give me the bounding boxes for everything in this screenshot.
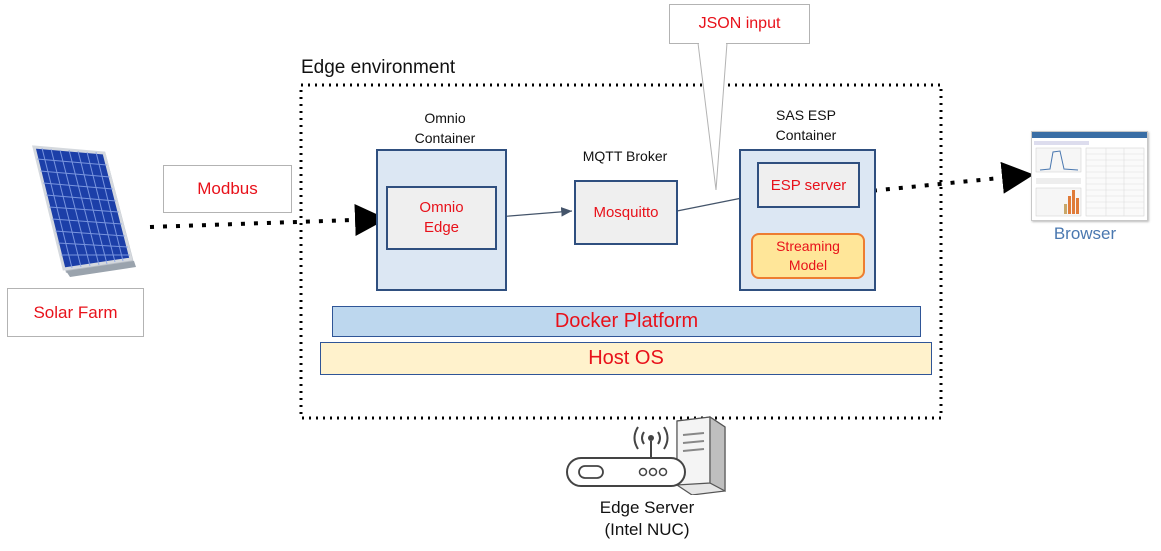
- streaming-model-label: Streaming Model: [776, 238, 840, 273]
- mosquitto-box: Mosquitto: [574, 180, 678, 245]
- docker-platform-bar: Docker Platform: [332, 306, 921, 337]
- browser-thumbnail: [1031, 131, 1148, 221]
- mosquitto-label: Mosquitto: [593, 204, 659, 221]
- edge-server-icon: [565, 413, 730, 495]
- callout-joint: [699, 42, 726, 45]
- mqtt-broker-title: MQTT Broker: [582, 148, 668, 164]
- host-os-bar: Host OS: [320, 342, 932, 375]
- edge-environment-title: Edge environment: [301, 57, 456, 78]
- omnio-edge-box: Omnio Edge: [386, 186, 497, 250]
- edge-server-label: Edge Server (Intel NUC): [599, 498, 695, 539]
- json-callout-pointer: [697, 42, 728, 191]
- host-os-label: Host OS: [588, 347, 664, 369]
- edge-environment-border: [299, 83, 943, 420]
- esp-server-label: ESP server: [770, 176, 847, 194]
- modbus-label-box: Modbus: [163, 165, 292, 213]
- solar-panel-image: [30, 145, 140, 280]
- esp-to-browser-connection: [859, 161, 1034, 194]
- streaming-model-box: Streaming Model: [751, 233, 865, 279]
- esp-server-box: ESP server: [757, 162, 860, 208]
- esp-container-title: SAS ESP Container: [775, 107, 837, 143]
- modbus-label: Modbus: [197, 179, 258, 198]
- json-input-callout: JSON input: [669, 4, 810, 44]
- omnio-edge-label: Omnio Edge: [419, 199, 464, 236]
- omnio-container-title: Omnio Container: [414, 110, 476, 146]
- json-input-label: JSON input: [698, 15, 781, 32]
- docker-platform-label: Docker Platform: [554, 310, 699, 332]
- solar-farm-label: Solar Farm: [33, 302, 118, 322]
- modbus-connection: [149, 203, 387, 236]
- omnio-to-mosquitto-arrow: [496, 207, 573, 218]
- solar-farm-label-box: Solar Farm: [7, 288, 144, 337]
- browser-label: Browser: [1053, 224, 1117, 243]
